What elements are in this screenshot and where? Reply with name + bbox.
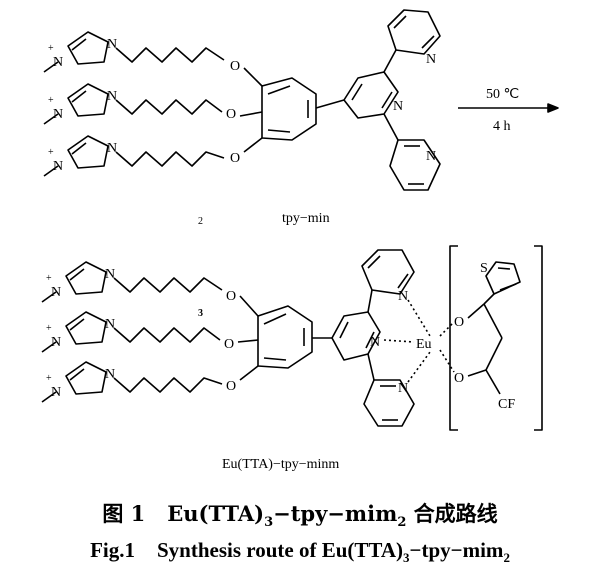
charge-plus: +	[48, 43, 54, 54]
atom-n: N	[51, 385, 61, 400]
hexyl-chain	[115, 99, 223, 115]
atom-n: N	[53, 159, 63, 174]
caption-cn-sub-b: 2	[397, 515, 407, 531]
pyridine-ring	[343, 71, 399, 119]
atom-n: N	[53, 55, 63, 70]
atom-n: N	[51, 285, 61, 300]
pyridyl-ring	[387, 9, 441, 55]
imidazolium-ring	[67, 135, 109, 169]
caption-en-part-a: Synthesis route of Eu(TTA)	[156, 538, 403, 562]
coordination-bond	[439, 321, 455, 337]
charge-plus: +	[46, 373, 52, 384]
reaction-temperature: 50 ℃	[486, 87, 519, 102]
caption-en-sub-a: 3	[403, 550, 410, 566]
hexyl-chain	[115, 47, 225, 63]
atom-n: N	[107, 89, 117, 104]
atom-s: S	[480, 261, 488, 276]
group-cf: CF	[498, 397, 515, 412]
atom-labels: N N + N N + N N + O O O N N N 50 ℃ 4 h 2…	[46, 37, 519, 472]
imidazolium-ring	[65, 311, 107, 345]
figure-caption-english: Fig.1 Synthesis route of Eu(TTA)3−tpy−mim…	[0, 538, 600, 566]
ligand-structure	[43, 9, 441, 191]
pyridine-ring	[331, 311, 381, 361]
atom-n: N	[53, 107, 63, 122]
reaction-time: 4 h	[493, 119, 511, 134]
pyridyl-ring	[389, 139, 441, 191]
atom-n: N	[398, 381, 408, 396]
coordination-bond	[407, 299, 431, 337]
atom-o: O	[454, 371, 464, 386]
benzene-ring	[257, 305, 313, 369]
atom-n: N	[107, 141, 117, 156]
atom-n: N	[426, 149, 436, 164]
caption-en-sub-b: 2	[503, 550, 510, 566]
complex-ref-number: 3	[198, 308, 203, 319]
imidazolium-ring	[65, 361, 107, 395]
caption-cn-part-a: Eu(TTA)	[167, 501, 265, 526]
reaction-arrow	[458, 103, 559, 113]
atom-n: N	[51, 335, 61, 350]
hexyl-chain	[113, 377, 223, 393]
hexyl-chain	[113, 277, 223, 293]
hexyl-chain	[115, 151, 225, 167]
imidazolium-ring	[65, 261, 107, 295]
imidazolium-ring	[67, 31, 109, 65]
atom-o: O	[226, 107, 236, 122]
coordination-bond	[439, 349, 455, 373]
charge-plus: +	[48, 95, 54, 106]
charge-plus: +	[46, 273, 52, 284]
caption-cn-sub-a: 3	[264, 515, 274, 531]
figure-number-cn: 图 1	[102, 501, 146, 526]
atom-n: N	[393, 99, 403, 114]
benzene-ring	[261, 77, 317, 141]
atom-n: N	[105, 267, 115, 282]
atom-n: N	[370, 335, 380, 350]
caption-cn-part-c: 合成路线	[406, 501, 498, 526]
atom-o: O	[224, 337, 234, 352]
left-bracket	[449, 245, 458, 431]
complex-label: Eu(TTA)−tpy−minm	[222, 457, 339, 472]
figure-number-en: Fig.1	[90, 538, 135, 562]
charge-plus: +	[48, 147, 54, 158]
hexyl-chain	[113, 327, 221, 343]
atom-n: N	[105, 367, 115, 382]
caption-en-part-b: −tpy−mim	[409, 538, 504, 562]
figure-caption-chinese: 图 1 Eu(TTA)3−tpy−mim2 合成路线	[0, 498, 600, 530]
coordination-bond	[407, 351, 431, 383]
ligand-ref-number: 2	[198, 216, 203, 227]
atom-o: O	[226, 379, 236, 394]
ligand-label: tpy−min	[282, 211, 330, 226]
right-bracket	[534, 245, 543, 431]
pyridyl-ring	[361, 249, 415, 295]
pyridyl-ring	[363, 379, 415, 427]
coordination-bond	[383, 339, 415, 343]
atom-o: O	[230, 59, 240, 74]
atom-o: O	[454, 315, 464, 330]
caption-cn-part-b: −tpy−mim	[273, 501, 398, 526]
atom-eu: Eu	[416, 337, 432, 352]
atom-n: N	[398, 289, 408, 304]
atom-n: N	[107, 37, 117, 52]
imidazolium-ring	[67, 83, 109, 117]
charge-plus: +	[46, 323, 52, 334]
atom-o: O	[226, 289, 236, 304]
complex-structure	[41, 245, 543, 431]
atom-n: N	[105, 317, 115, 332]
atom-n: N	[426, 52, 436, 67]
atom-o: O	[230, 151, 240, 166]
